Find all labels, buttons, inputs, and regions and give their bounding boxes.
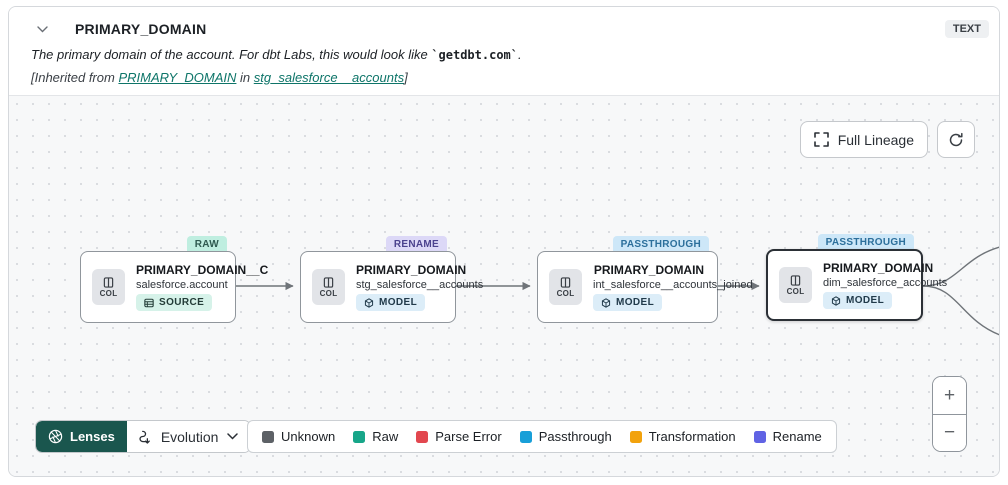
- source-icon: [144, 298, 154, 307]
- resource-type-label: MODEL: [846, 295, 885, 306]
- columns-icon: [790, 274, 801, 286]
- lenses-label: Lenses: [70, 429, 115, 444]
- full-lineage-button[interactable]: Full Lineage: [799, 121, 928, 158]
- full-lineage-label: Full Lineage: [837, 131, 914, 148]
- data-type-badge: TEXT: [944, 20, 989, 38]
- resource-type-badge: MODEL: [823, 292, 893, 309]
- lenses-control-group: Lenses Evolution: [35, 420, 252, 453]
- evolution-route-icon: [139, 430, 150, 444]
- resource-type-label: SOURCE: [159, 297, 205, 308]
- legend-item-rename: Rename: [753, 429, 822, 444]
- resource-type-label: MODEL: [379, 297, 418, 308]
- resource-type-badge: MODEL: [593, 294, 663, 311]
- model-cube-icon: [364, 297, 374, 308]
- legend-label: Unknown: [281, 429, 336, 444]
- lens-selector-dropdown[interactable]: Evolution: [126, 421, 251, 452]
- legend-label: Passthrough: [538, 429, 612, 444]
- legend-swatch: [262, 430, 274, 443]
- legend-swatch: [629, 430, 642, 443]
- legend-label: Transformation: [648, 429, 736, 444]
- columns-icon: [103, 276, 114, 288]
- legend-label: Rename: [772, 429, 822, 444]
- legend-item-passthrough: Passthrough: [519, 429, 612, 444]
- description-suffix: .: [518, 47, 522, 62]
- inherited-middle: in: [236, 70, 254, 85]
- node-title: PRIMARY_DOMAIN: [356, 263, 467, 277]
- column-header: PRIMARY_DOMAIN TEXT The primary domain o…: [9, 7, 999, 96]
- node-title: PRIMARY_DOMAIN: [593, 263, 705, 277]
- lens-selected-value: Evolution: [160, 428, 219, 445]
- description-code: `getdbt.com`: [431, 48, 519, 62]
- lineage-panel: PRIMARY_DOMAIN TEXT The primary domain o…: [8, 6, 1000, 477]
- expand-icon: [813, 132, 829, 147]
- columns-icon: [323, 276, 334, 288]
- legend-item-raw: Raw: [353, 429, 398, 444]
- col-label: COL: [786, 286, 805, 296]
- chevron-down-icon: [227, 433, 239, 440]
- canvas-toolbar: Full Lineage: [799, 121, 975, 158]
- zoom-controls: + −: [932, 376, 967, 452]
- lenses-button[interactable]: Lenses: [36, 421, 127, 452]
- column-chip: COL: [549, 269, 582, 305]
- legend-label: Parse Error: [435, 429, 502, 444]
- node-subtitle: salesforce.account: [136, 279, 228, 291]
- col-label: COL: [99, 288, 118, 298]
- lineage-node-dim-selected[interactable]: PASSTHROUGH COL PRIMARY_DOMAIN dim_sales…: [766, 234, 948, 321]
- inherited-column-link[interactable]: PRIMARY_DOMAIN: [118, 70, 237, 85]
- node-subtitle: dim_salesforce_accounts: [823, 277, 948, 289]
- col-label: COL: [319, 288, 338, 298]
- description-text: The primary domain of the account. For d…: [31, 47, 432, 62]
- legend-label: Raw: [372, 429, 399, 444]
- column-name-title: PRIMARY_DOMAIN: [75, 21, 207, 37]
- legend-swatch: [353, 430, 366, 443]
- legend-item-transformation: Transformation: [629, 429, 736, 444]
- aperture-icon: [48, 429, 63, 444]
- legend-item-unknown: Unknown: [262, 429, 335, 444]
- legend-swatch: [753, 430, 766, 443]
- resource-type-badge: SOURCE: [136, 294, 213, 311]
- column-description: The primary domain of the account. For d…: [9, 38, 999, 62]
- zoom-out-button[interactable]: −: [933, 414, 966, 451]
- node-subtitle: int_salesforce__accounts_joined: [593, 279, 753, 291]
- inherited-from-note: [Inherited from PRIMARY_DOMAIN in stg_sa…: [9, 62, 999, 85]
- node-title: PRIMARY_DOMAIN__C: [136, 263, 269, 277]
- node-title: PRIMARY_DOMAIN: [823, 261, 934, 275]
- columns-icon: [560, 276, 571, 288]
- lineage-node-source[interactable]: RAW COL PRIMARY_DOMAIN__C salesforce.acc…: [80, 236, 269, 323]
- lineage-node-intermediate[interactable]: PASSTHROUGH COL PRIMARY_DOMAIN int_sales…: [537, 236, 753, 323]
- model-cube-icon: [601, 297, 611, 308]
- resource-type-label: MODEL: [616, 297, 655, 308]
- resource-type-badge: MODEL: [356, 294, 426, 311]
- inherited-suffix: ]: [404, 70, 408, 85]
- column-chip: COL: [92, 269, 125, 305]
- collapse-chevron-icon[interactable]: [33, 20, 51, 38]
- refresh-icon: [949, 132, 963, 146]
- legend-swatch: [416, 430, 429, 443]
- refresh-button[interactable]: [937, 121, 975, 158]
- column-chip: COL: [779, 267, 812, 303]
- lens-legend: Unknown Raw Parse Error Passthrough Tran…: [247, 420, 837, 453]
- lineage-canvas[interactable]: Full Lineage RAW COL PRIMARY_DOMAIN__C s…: [9, 96, 999, 476]
- model-cube-icon: [831, 295, 841, 306]
- col-label: COL: [556, 288, 575, 298]
- legend-swatch: [519, 430, 532, 443]
- inherited-prefix: [Inherited from: [31, 70, 119, 85]
- lineage-node-staging[interactable]: RENAME COL PRIMARY_DOMAIN stg_salesforce…: [300, 236, 484, 323]
- node-subtitle: stg_salesforce__accounts: [356, 279, 484, 291]
- zoom-in-button[interactable]: +: [933, 377, 966, 414]
- legend-item-parse-error: Parse Error: [416, 429, 502, 444]
- column-chip: COL: [312, 269, 345, 305]
- inherited-model-link[interactable]: stg_salesforce__accounts: [253, 70, 405, 85]
